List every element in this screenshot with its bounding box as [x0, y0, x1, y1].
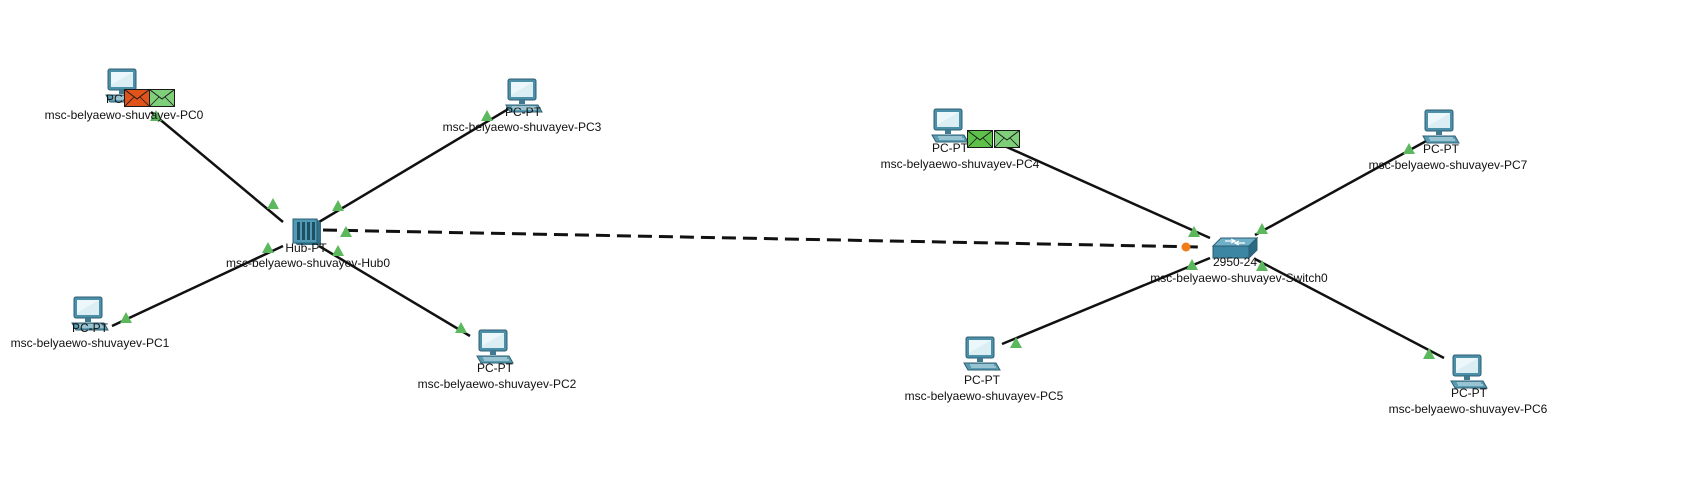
device-name-label: msc-belyaewo-shuvayev-PC7 [1368, 158, 1528, 172]
device-type-label: 2950-24 [1212, 255, 1258, 269]
link-hub0-switch0[interactable] [322, 228, 1201, 249]
device-type-label: PC-PT [1423, 142, 1459, 156]
port-light-pc0-hub0-b [267, 198, 279, 209]
pc-icon [930, 106, 970, 146]
device-name-label: msc-belyaewo-shuvayev-PC3 [442, 120, 602, 134]
port-light-pc3-hub0-b [332, 200, 344, 211]
link-pc6-switch0[interactable] [1254, 257, 1445, 360]
port-light-hub0-switch0-a [340, 226, 352, 237]
pdu-envelope-icon[interactable] [994, 130, 1020, 148]
device-type-label: PC-PT [505, 105, 541, 119]
device-hub0[interactable] [289, 215, 323, 247]
port-light-pc0-hub0-a [150, 110, 162, 121]
device-name-label: msc-belyaewo-shuvayev-PC4 [880, 157, 1040, 171]
pdu-envelope-icon[interactable] [124, 89, 150, 107]
device-name-label: msc-belyaewo-shuvayev-Hub0 [225, 256, 391, 270]
device-name-label: msc-belyaewo-shuvayev-PC2 [417, 377, 577, 391]
port-light-pc5-switch0-b [1186, 259, 1198, 270]
port-light-pc7-switch0-a [1403, 143, 1415, 154]
pc-icon [475, 327, 515, 367]
device-name-label: msc-belyaewo-shuvayev-PC5 [904, 389, 1064, 403]
device-name-label: msc-belyaewo-shuvayev-PC6 [1388, 402, 1548, 416]
device-type-label: PC-PT [477, 361, 513, 375]
link-pc7-switch0[interactable] [1254, 138, 1429, 237]
device-type-label: PC-PT [1451, 386, 1487, 400]
device-pc2[interactable] [475, 327, 515, 367]
port-light-pc4-switch0-b [1188, 226, 1200, 237]
device-type-label: PC-PT [964, 373, 1000, 387]
device-pc5[interactable] [962, 334, 1002, 374]
device-pc7[interactable] [1421, 107, 1461, 147]
link-pc1-hub0[interactable] [111, 244, 284, 328]
port-light-pc1-hub0-a [120, 312, 132, 323]
pc-icon [962, 334, 1002, 374]
port-light-pc1-hub0-b [262, 242, 274, 253]
link-pc5-switch0[interactable] [1001, 256, 1211, 346]
device-name-label: msc-belyaewo-shuvayev-Switch0 [1150, 271, 1328, 285]
device-pc1[interactable] [70, 294, 110, 334]
port-light-hub0-switch0-b [1181, 242, 1191, 252]
pdu-envelope-icon[interactable] [149, 89, 175, 107]
link-pc3-hub0[interactable] [318, 106, 511, 224]
port-light-pc5-switch0-a [1010, 337, 1022, 348]
device-name-label: msc-belyaewo-shuvayev-PC0 [44, 108, 204, 122]
pdu-envelope-icon[interactable] [967, 130, 993, 148]
link-pc2-hub0[interactable] [318, 244, 471, 338]
device-type-label: Hub-PT [285, 241, 327, 255]
device-switch0[interactable] [1211, 234, 1259, 262]
pc-icon [504, 76, 544, 116]
device-type-label: PC-PT [72, 321, 108, 335]
hub-icon [289, 215, 323, 247]
device-pc3[interactable] [504, 76, 544, 116]
pc-icon [1449, 352, 1489, 392]
pc-icon [70, 294, 110, 334]
device-pc6[interactable] [1449, 352, 1489, 392]
link-pc4-switch0[interactable] [999, 142, 1211, 240]
switch-icon [1211, 234, 1259, 262]
device-type-label: PC-PT [932, 141, 968, 155]
pc-icon [1421, 107, 1461, 147]
port-light-pc6-switch0-a [1423, 348, 1435, 359]
device-name-label: msc-belyaewo-shuvayev-PC1 [10, 336, 170, 350]
device-pc4[interactable] [930, 106, 970, 146]
link-pc0-hub0[interactable] [150, 111, 284, 223]
port-light-pc6-switch0-b [1256, 260, 1268, 271]
port-light-pc2-hub0-b [332, 245, 344, 256]
port-light-pc7-switch0-b [1256, 223, 1268, 234]
port-light-pc2-hub0-a [455, 322, 467, 333]
port-light-pc3-hub0-a [481, 110, 493, 121]
